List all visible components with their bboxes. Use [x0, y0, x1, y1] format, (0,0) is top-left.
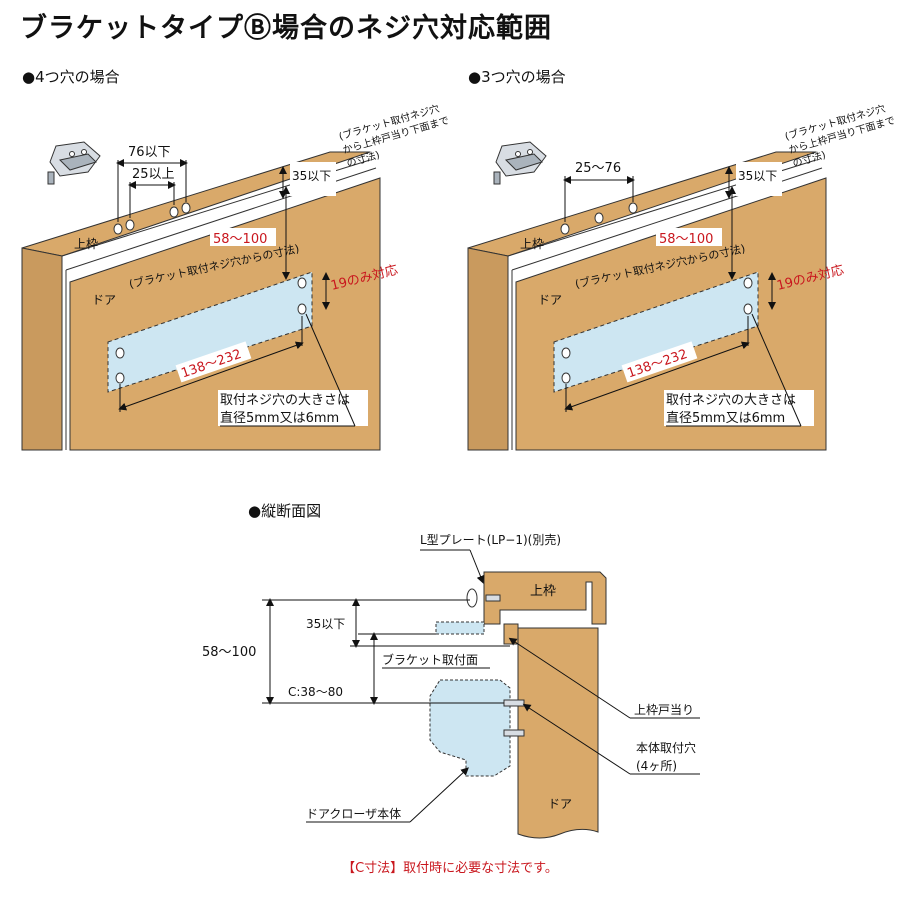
l-plate-label: L型プレート(LP−1)(別売) [420, 532, 561, 547]
bracket-surface-label: ブラケット取付面 [382, 652, 478, 667]
section-heading: ●縦断面図 [248, 502, 322, 520]
frame-label: 上枠 [520, 237, 544, 251]
door-label: ドア [92, 293, 116, 307]
closer-body-label: ドアクローザ本体 [306, 807, 401, 821]
frame-stop-label: 上枠戸当り [634, 703, 694, 717]
section-frame-label: 上枠 [530, 584, 556, 599]
bracket-icon [493, 141, 547, 185]
section-door-label: ドア [548, 797, 572, 811]
frame-face-4 [21, 247, 63, 451]
dim-58-label: 58～100 [659, 232, 713, 247]
dim-35-label: 35以下 [292, 169, 331, 183]
frame-profile [483, 571, 607, 625]
frame-face-3 [467, 247, 509, 451]
hole-size-line2: 直径5mm又は6mm [220, 411, 339, 426]
door-label: ドア [538, 293, 562, 307]
frame-label: 上枠 [74, 237, 98, 251]
mount-hole-count: (4ヶ所) [636, 759, 677, 773]
dim-35-label: 35以下 [738, 169, 777, 183]
section-dim-c: C:38～80 [288, 685, 343, 699]
mount-hole-label: 本体取付穴 [636, 740, 696, 755]
hole-size-line2: 直径5mm又は6mm [666, 411, 785, 426]
hole-size-line1: 取付ネジ穴の大きさは [220, 393, 350, 408]
c-dimension-footnote: 【C寸法】取付時に必要な寸法です。 [342, 861, 558, 876]
dim-25-label: 25以上 [132, 167, 175, 182]
dim-76-label: 76以下 [128, 145, 171, 160]
three-hole-diagram: 25～76 35以下 (ブラケット取付ネジ穴 から上枠戸当り下面まで の寸法) … [467, 102, 896, 451]
section-diagram: L型プレート(LP−1)(別売) 上枠 35以下 58～100 ブラケット取付面… [202, 532, 700, 839]
section-dim-58: 58～100 [202, 645, 256, 660]
four-hole-diagram: 76以下 25以上 35以下 (ブラケット取付ネジ穴 から上枠戸当り下面まで の… [21, 102, 450, 451]
page-title: ブラケットタイプⒷ場合のネジ穴対応範囲 [20, 13, 552, 44]
bracket-plate [435, 621, 485, 635]
hole-size-line1: 取付ネジ穴の大きさは [666, 393, 796, 408]
section-dim-35: 35以下 [306, 617, 345, 631]
door-section [517, 627, 599, 839]
dim-58-label: 58～100 [213, 232, 267, 247]
three-hole-heading: ●3つ穴の場合 [468, 68, 566, 86]
four-hole-heading: ●4つ穴の場合 [22, 68, 120, 86]
bracket-icon [47, 141, 101, 185]
door-closer-body [429, 679, 511, 777]
dim-25-76-label: 25～76 [575, 161, 621, 176]
